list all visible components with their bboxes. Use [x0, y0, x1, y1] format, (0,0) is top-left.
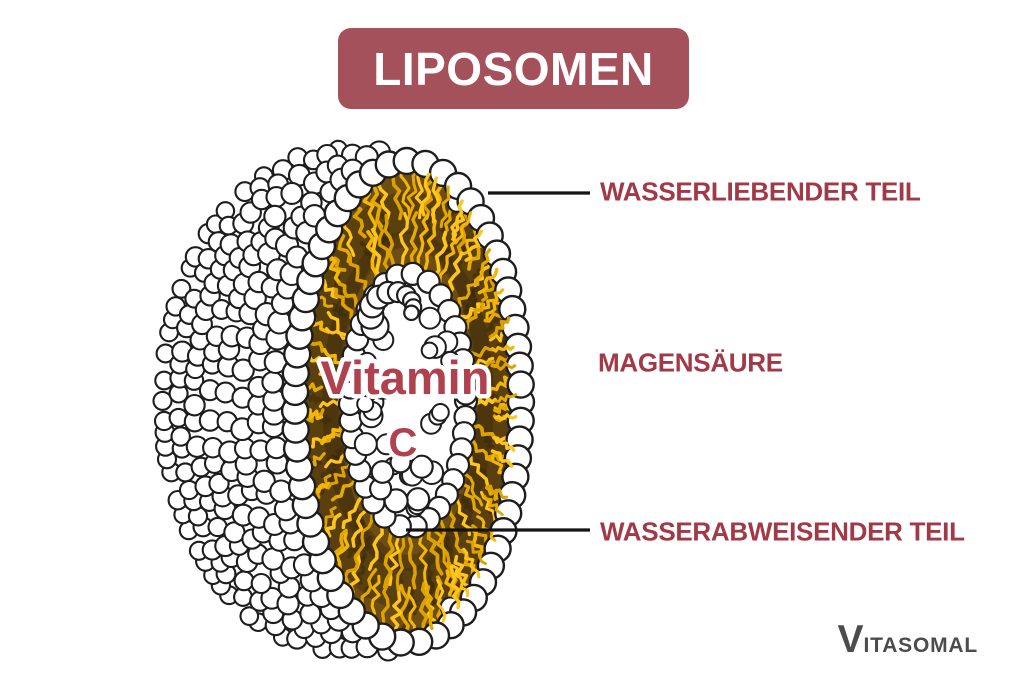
vitamin-label-line2: C [389, 421, 418, 465]
vitamin-label-line1: Vitamin [321, 351, 490, 404]
label-stomach-acid: MAGENSÄURE [598, 347, 783, 378]
label-hydrophobic-part: WASSERABWEISENDER TEIL [600, 516, 965, 547]
logo-rest: ITASOMAL [863, 634, 978, 657]
title-banner: LIPOSOMEN [338, 28, 689, 109]
logo-initial: V [837, 618, 864, 661]
liposome-art [152, 139, 536, 662]
title-text: LIPOSOMEN [373, 42, 654, 95]
connector-lines [406, 191, 590, 532]
label-hydrophilic-part: WASSERLIEBENDER TEIL [600, 176, 921, 207]
